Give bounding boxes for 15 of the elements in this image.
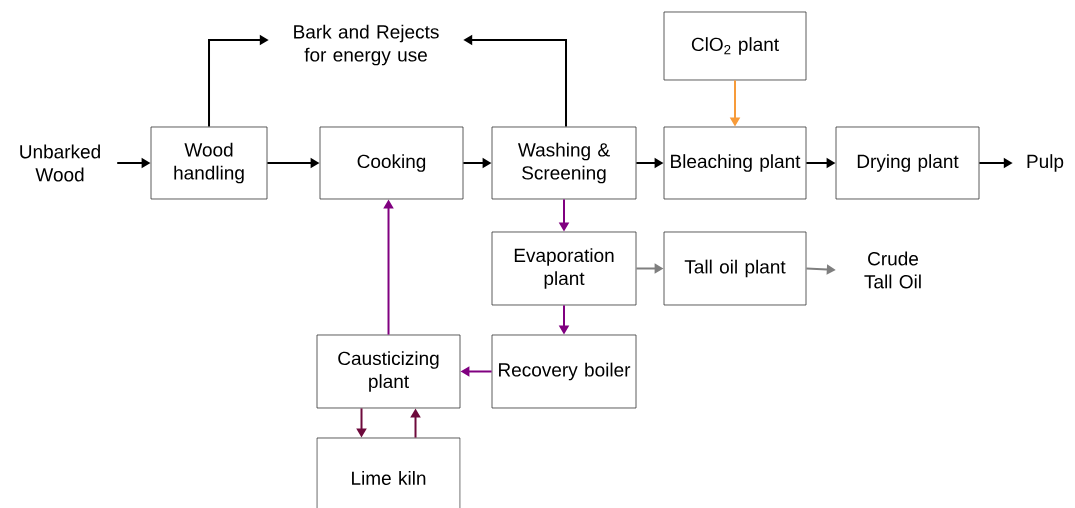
process-box: Recovery boiler — [491, 334, 637, 409]
process-box: Drying plant — [835, 126, 980, 200]
process-box: Wood handling — [150, 126, 268, 200]
process-box: Washing & Screening — [491, 126, 637, 200]
stream-label: Bark and Rejects for energy use — [294, 24, 439, 66]
process-box: Tall oil plant — [663, 231, 807, 306]
process-box: Bleaching plant — [663, 126, 807, 200]
process-box: Cooking — [319, 126, 464, 200]
process-box: ClO$_{2}$ plant — [663, 11, 807, 81]
stream-label: Pulp — [1027, 154, 1064, 172]
stream-label: Crude Tall Oil — [864, 251, 921, 289]
stream-label: Unbarked Wood — [20, 144, 100, 182]
process-box: Lime kiln — [316, 437, 461, 508]
process-box: Evaporation plant — [491, 231, 637, 306]
process-box: Causticizing plant — [316, 334, 461, 409]
